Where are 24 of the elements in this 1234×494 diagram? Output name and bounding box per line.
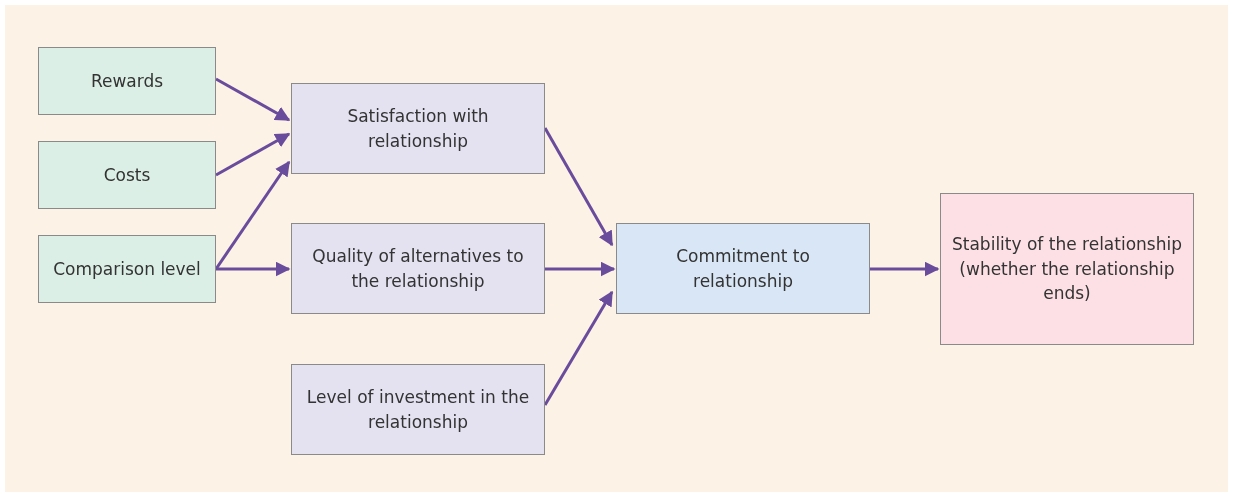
box-label: Rewards <box>90 69 164 93</box>
box-label: Comparison level <box>53 257 201 281</box>
arrow <box>215 77 291 122</box>
process-box <box>38 141 216 209</box>
box-label: Commitment to relationship <box>675 244 811 293</box>
process-box <box>940 193 1194 345</box>
box-label: Satisfaction with relationship <box>346 104 490 153</box>
process-box <box>291 364 545 455</box>
box-label: Level of investment in the relationship <box>305 385 531 434</box>
arrow <box>545 261 616 277</box>
arrow <box>543 290 614 406</box>
arrow <box>216 261 291 277</box>
process-box <box>38 47 216 115</box>
process-box <box>291 223 545 314</box>
arrow <box>215 132 291 177</box>
process-box <box>38 235 216 303</box>
process-box <box>616 223 870 314</box>
arrow <box>214 160 291 270</box>
box-label: Costs <box>103 163 151 187</box>
arrow <box>870 261 940 277</box>
process-box <box>291 83 545 174</box>
arrow <box>543 127 614 247</box>
box-label: Stability of the relationship (whether the relationship ends) <box>951 233 1183 306</box>
box-label: Quality of alternatives to the relationship <box>311 244 525 293</box>
